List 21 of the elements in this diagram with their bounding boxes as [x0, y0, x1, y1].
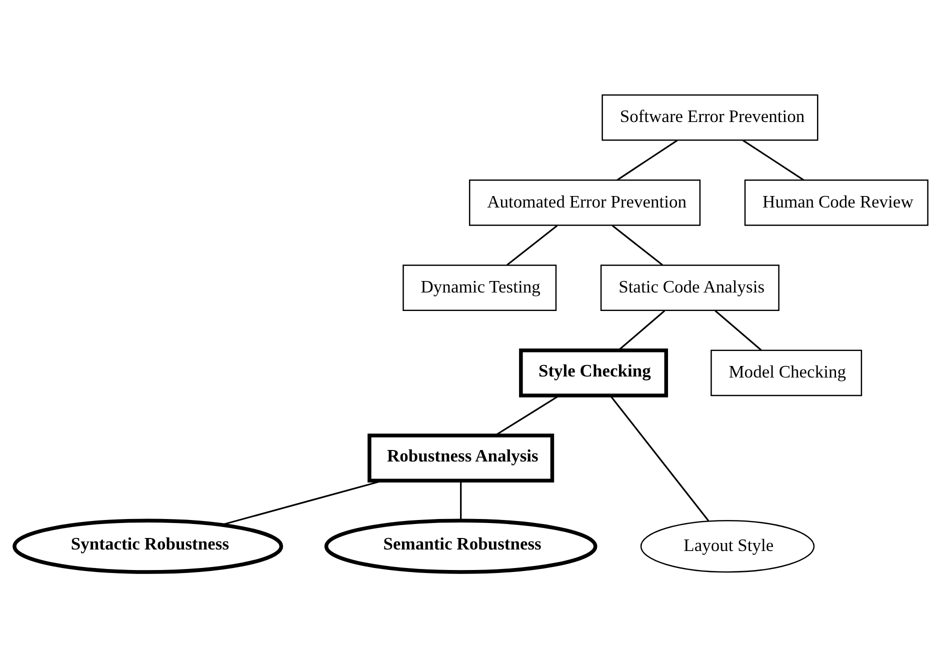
connector: [611, 224, 662, 266]
connector: [742, 139, 804, 180]
node-box: Dynamic Testing: [402, 264, 556, 310]
node-box: Static Code Analysis: [600, 264, 779, 310]
node-box: Software Error Prevention: [601, 94, 818, 140]
node-box: Automated Error Prevention: [468, 179, 700, 226]
node-ellipse: Syntactic Robustness: [12, 518, 283, 574]
node-box: Human Code Review: [744, 179, 928, 226]
node-box: Model Checking: [710, 349, 862, 396]
node-box: Robustness Analysis: [367, 433, 554, 482]
connector: [616, 139, 678, 180]
node-box: Style Checking: [518, 348, 668, 397]
connector: [714, 310, 762, 350]
node-ellipse: Semantic Robustness: [324, 518, 597, 574]
connector: [221, 479, 383, 526]
connector: [618, 310, 665, 350]
connector: [494, 394, 559, 436]
connector: [460, 480, 462, 520]
connector: [609, 394, 709, 521]
node-ellipse: Layout Style: [640, 520, 814, 572]
connector: [506, 224, 558, 266]
